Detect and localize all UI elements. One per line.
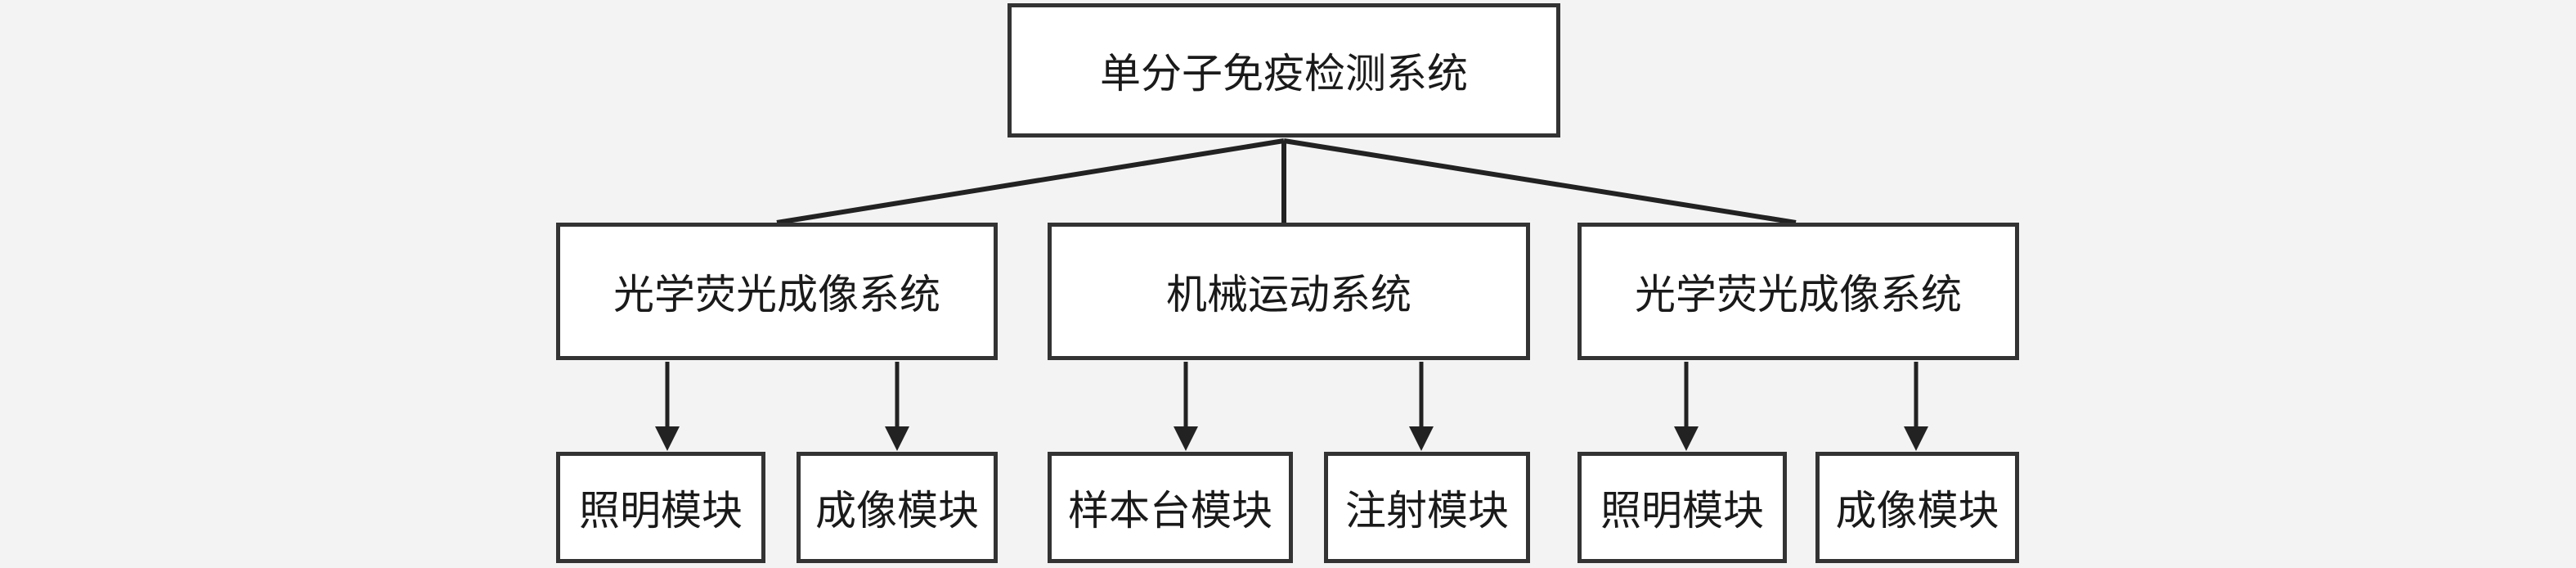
root-system-box: 单分子免疫检测系统 — [1008, 3, 1560, 137]
subsystem-box-mechanical-motion: 机械运动系统 — [1048, 223, 1530, 360]
module-label: 照明模块 — [579, 487, 743, 534]
subsystem-label: 机械运动系统 — [1166, 271, 1411, 318]
subsystem-box-optical-fluorescence-imaging-1: 光学荧光成像系统 — [556, 223, 998, 360]
root-to-subsystem-1-connector — [776, 138, 1285, 225]
module-label: 成像模块 — [1835, 487, 1999, 534]
root-system-label: 单分子免疫检测系统 — [1100, 50, 1468, 97]
module-box-illumination-2: 照明模块 — [1577, 452, 1787, 563]
module-box-sample-stage: 样本台模块 — [1048, 452, 1293, 563]
module-label: 样本台模块 — [1068, 487, 1272, 534]
subsystem-label: 光学荧光成像系统 — [613, 271, 940, 318]
module-box-injection: 注射模块 — [1324, 452, 1530, 563]
module-label: 注射模块 — [1345, 487, 1509, 534]
root-to-subsystem-3-connector — [1283, 138, 1797, 225]
module-box-illumination-1: 照明模块 — [556, 452, 765, 563]
module-box-imaging-2: 成像模块 — [1815, 452, 2019, 563]
subsystem-label: 光学荧光成像系统 — [1635, 271, 1962, 318]
module-label: 成像模块 — [815, 487, 979, 534]
subsystem-box-optical-fluorescence-imaging-2: 光学荧光成像系统 — [1577, 223, 2019, 360]
module-box-imaging-1: 成像模块 — [797, 452, 998, 563]
module-label: 照明模块 — [1600, 487, 1764, 534]
